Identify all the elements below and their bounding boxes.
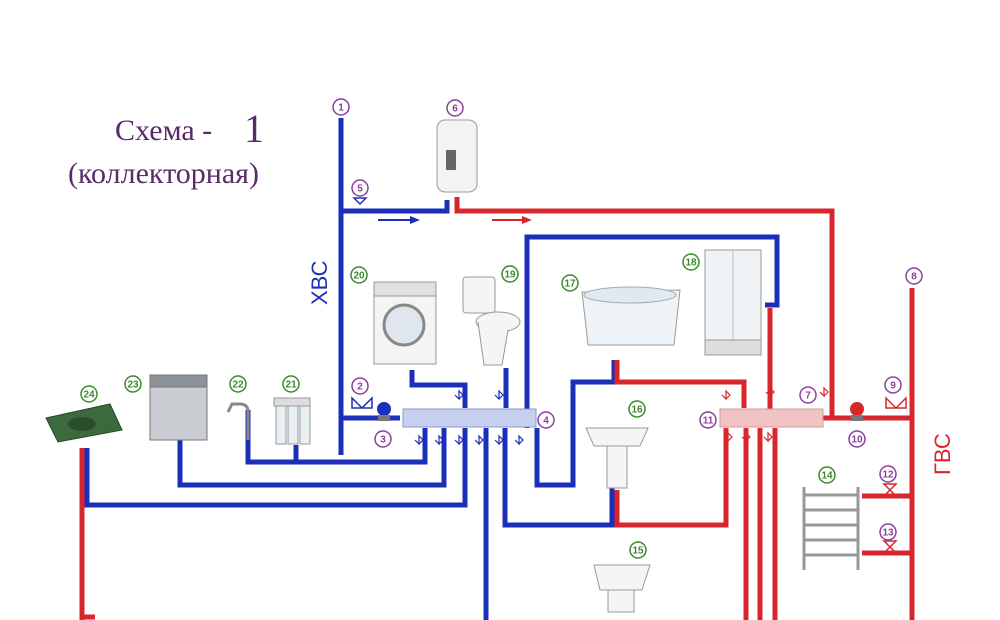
- marker-19: 19: [501, 265, 519, 283]
- marker-15: 15: [629, 541, 647, 559]
- marker-number: 21: [285, 380, 297, 391]
- marker-number: 7: [805, 391, 811, 402]
- marker-number: 6: [452, 104, 458, 115]
- marker-18: 18: [682, 253, 700, 271]
- marker-number: 24: [83, 390, 95, 401]
- marker-14: 14: [818, 466, 836, 484]
- marker-number: 9: [890, 381, 896, 392]
- boiler-valve-icon: [352, 197, 368, 206]
- marker-number: 11: [703, 416, 714, 427]
- towel-valve-top-icon: [882, 483, 898, 497]
- marker-10: 10: [848, 430, 866, 448]
- marker-2: 2: [351, 377, 369, 395]
- marker-number: 15: [632, 546, 644, 557]
- cold-washer-line: [409, 370, 468, 408]
- hot-sink-line: [614, 428, 729, 528]
- marker-number: 17: [564, 279, 576, 290]
- towel-valve-bottom-icon: [882, 540, 898, 554]
- cold-valve-icons: [414, 389, 524, 446]
- diagram-title-number: 1: [244, 106, 264, 151]
- flow-arrows: [378, 216, 532, 224]
- marker-number: 8: [911, 272, 917, 283]
- marker-22: 22: [229, 375, 247, 393]
- towel-dryer-icon: [802, 487, 860, 570]
- bathtub-icon: [581, 286, 681, 346]
- hot-collector: [719, 408, 824, 428]
- marker-4: 4: [537, 411, 555, 429]
- marker-number: 20: [353, 271, 365, 282]
- arrow-cold-icon: [410, 216, 420, 224]
- marker-11: 11: [699, 411, 717, 429]
- water-heater-icon: [436, 119, 478, 193]
- faucet-icon: [226, 402, 250, 440]
- hot-water-label: ГВС: [930, 433, 955, 475]
- marker-12: 12: [879, 465, 897, 483]
- cold-bath-line: [534, 360, 617, 488]
- cold-collector: [402, 408, 537, 428]
- cold-filter-line: [293, 428, 428, 465]
- cold-dishwasher-line: [177, 428, 447, 488]
- marker-number: 13: [882, 528, 894, 539]
- marker-17: 17: [561, 274, 579, 292]
- cold-boiler-feed: [341, 200, 450, 214]
- marker-number: 16: [631, 405, 643, 416]
- cold-water-pipes: [84, 118, 780, 620]
- marker-20: 20: [350, 266, 368, 284]
- marker-number: 2: [357, 382, 363, 393]
- hot-shutoff-valve-icon: [885, 396, 907, 409]
- marker-23: 23: [124, 375, 142, 393]
- water-filter-icon: [273, 397, 311, 445]
- marker-number: 14: [821, 471, 833, 482]
- cold-kitchen-sink-line: [84, 428, 468, 508]
- arrow-hot-icon: [522, 216, 532, 224]
- marker-21: 21: [282, 375, 300, 393]
- marker-13: 13: [879, 523, 897, 541]
- marker-3: 3: [374, 430, 392, 448]
- diagram-subtitle: (коллекторная): [68, 157, 259, 190]
- marker-number: 23: [127, 380, 139, 391]
- marker-5: 5: [351, 179, 369, 197]
- marker-6: 6: [446, 99, 464, 117]
- diagram-title-prefix: Схема -: [115, 114, 212, 147]
- marker-number: 4: [543, 416, 549, 427]
- cold-water-label: ХВС: [307, 260, 332, 305]
- hot-valve-icons: [721, 386, 829, 443]
- marker-24: 24: [80, 385, 98, 403]
- marker-number: 19: [504, 270, 516, 281]
- marker-9: 9: [884, 376, 902, 394]
- hot-meter-icon: [850, 402, 864, 421]
- shower-cabin-icon: [704, 249, 762, 356]
- bidet-icon: [593, 564, 651, 613]
- marker-7: 7: [799, 386, 817, 404]
- marker-number: 22: [232, 380, 244, 391]
- kitchen-sink-icon: [45, 403, 123, 443]
- hot-bath-line: [614, 360, 747, 408]
- marker-8: 8: [905, 267, 923, 285]
- washing-machine-icon: [373, 281, 437, 365]
- dishwasher-icon: [149, 374, 208, 441]
- cold-shutoff-valve-icon: [351, 396, 373, 409]
- marker-number: 12: [882, 470, 894, 481]
- marker-16: 16: [628, 400, 646, 418]
- toilet-icon: [462, 276, 521, 366]
- cold-sink-line: [502, 428, 615, 528]
- marker-1: 1: [332, 98, 350, 116]
- cold-shower-line: [524, 234, 780, 428]
- hot-boiler-out: [454, 197, 835, 418]
- marker-number: 10: [851, 435, 863, 446]
- marker-number: 18: [685, 258, 697, 269]
- marker-number: 5: [357, 184, 363, 195]
- marker-number: 1: [338, 103, 344, 114]
- wash-basin-icon: [585, 427, 649, 489]
- marker-number: 3: [380, 435, 386, 446]
- cold-meter-icon: [377, 402, 391, 421]
